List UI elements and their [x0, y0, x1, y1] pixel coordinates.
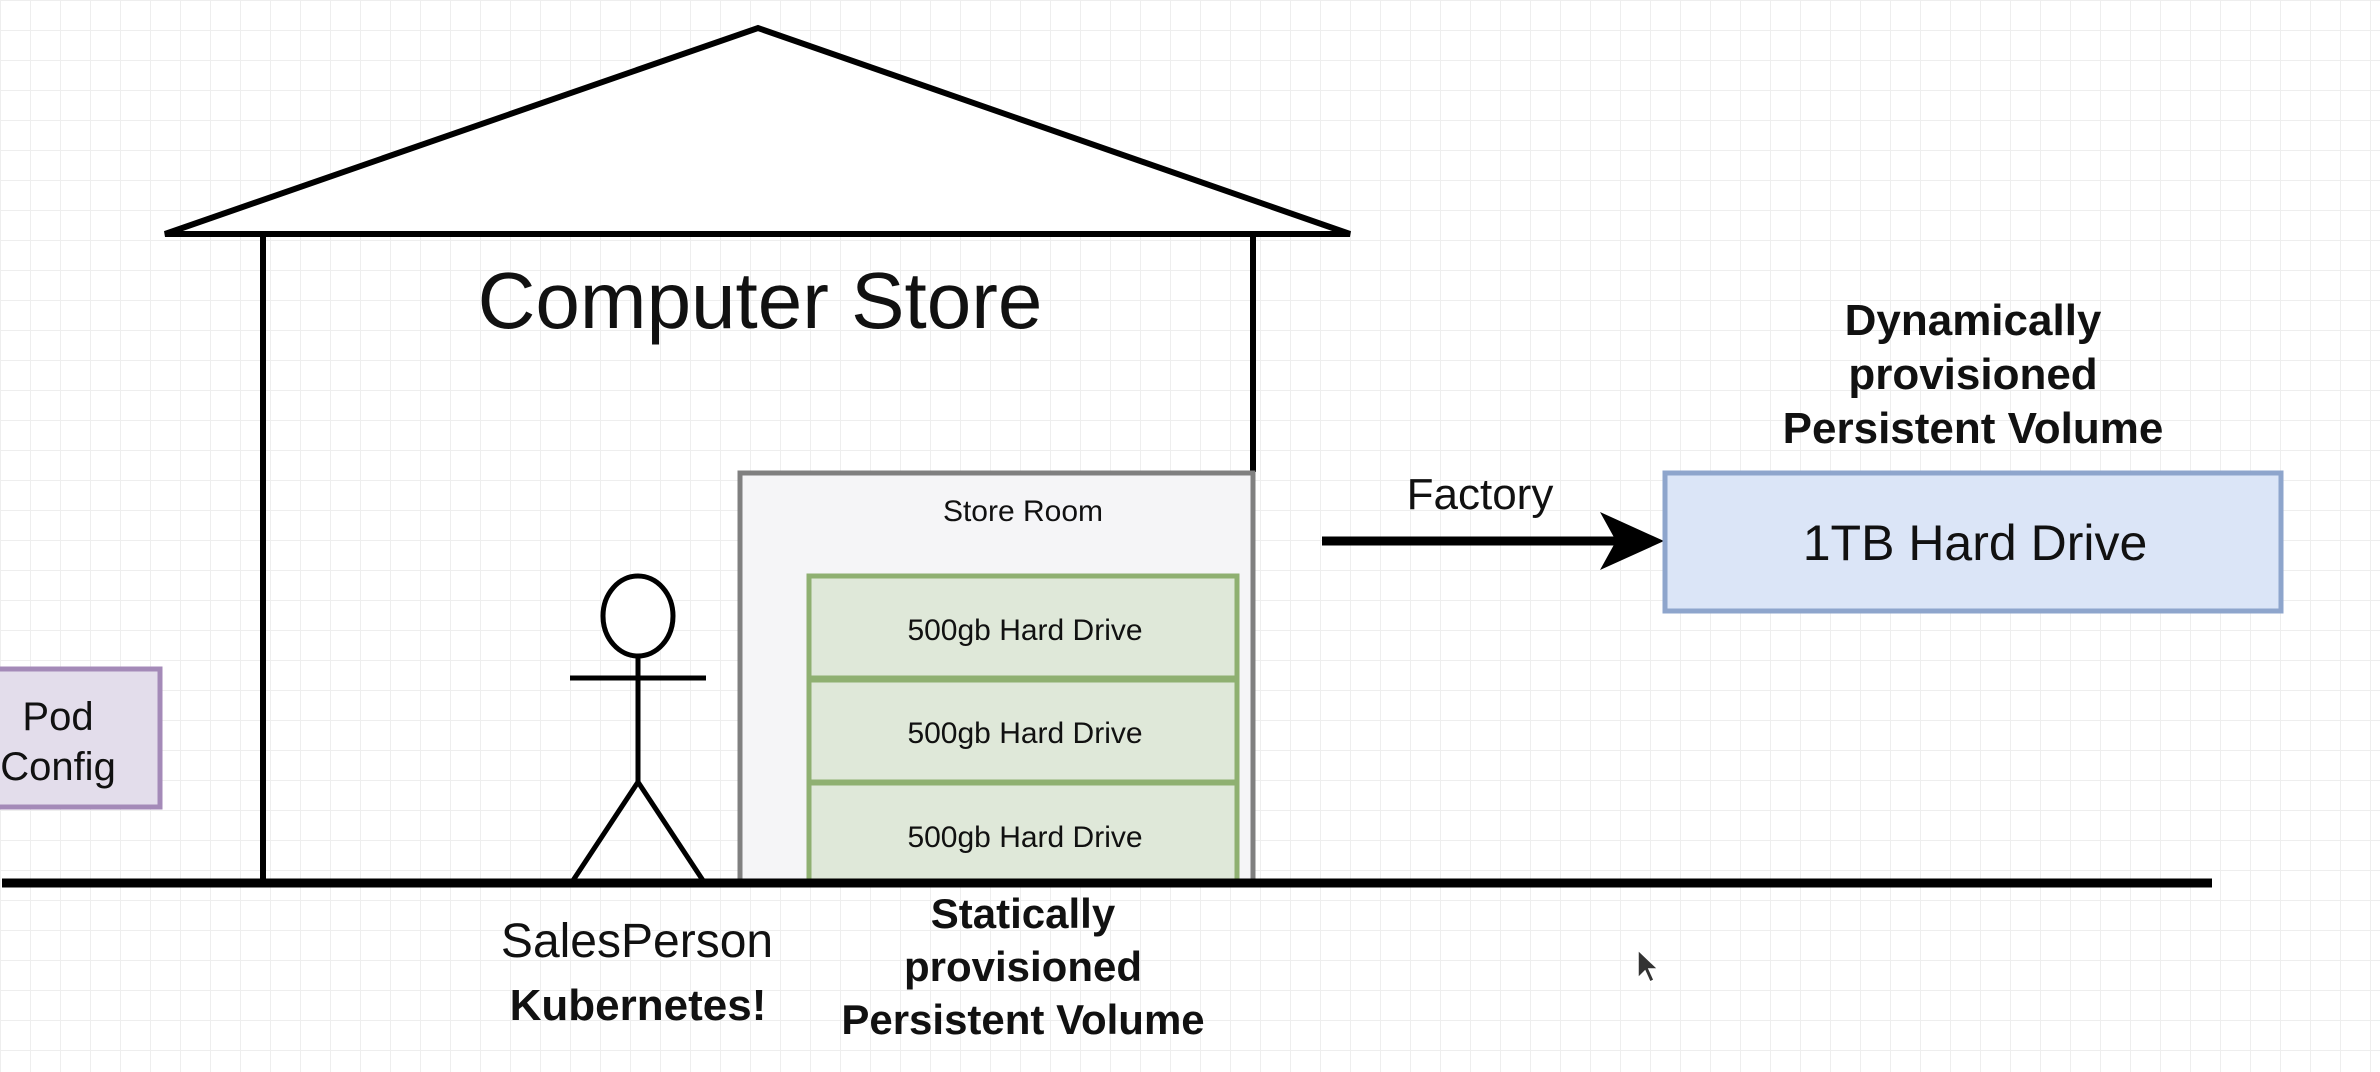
dynamic-drive-label: 1TB Hard Drive [1803, 515, 2148, 571]
pod-config-box[interactable] [0, 666, 163, 810]
static-pv-line3: Persistent Volume [841, 996, 1204, 1043]
static-drive-1[interactable] [806, 573, 1240, 681]
static-pv-line2: provisioned [904, 943, 1142, 990]
static-drive-3[interactable] [806, 780, 1240, 888]
salesperson-right-leg [635, 780, 707, 884]
static-pv-line1: Statically [931, 890, 1116, 937]
pod-config-line2: Config [0, 745, 116, 789]
dynamic-pv-line1: Dynamically [1845, 296, 2102, 345]
salesperson-role-label: SalesPerson [501, 915, 773, 968]
static-drive-2[interactable] [806, 677, 1240, 785]
store-title: Computer Store [478, 256, 1043, 345]
factory-label: Factory [1407, 470, 1554, 519]
dynamic-pv-label: Dynamically provisioned Persistent Volum… [1783, 296, 2164, 453]
pod-config-line1: Pod [22, 695, 93, 739]
salesperson-figure [569, 573, 707, 884]
static-pv-label: Statically provisioned Persistent Volume [841, 890, 1204, 1043]
house-roof [164, 24, 1351, 237]
static-drive-stack: 500gb Hard Drive 500gb Hard Drive 500gb … [806, 573, 1240, 888]
salesperson-left-leg [569, 780, 641, 884]
salesperson-name-label: Kubernetes! [510, 981, 767, 1030]
salesperson-head [600, 573, 676, 659]
dynamic-pv-line3: Persistent Volume [1783, 404, 2164, 453]
factory-arrow-head [1600, 512, 1664, 570]
store-room-label: Store Room [943, 495, 1103, 528]
static-drive-1-label: 500gb Hard Drive [907, 614, 1142, 647]
dynamic-drive-box[interactable] [1662, 470, 2284, 614]
dynamic-pv-line2: provisioned [1848, 350, 2097, 399]
static-drive-2-label: 500gb Hard Drive [907, 717, 1142, 750]
static-drive-3-label: 500gb Hard Drive [907, 821, 1142, 854]
mouse-cursor-icon [1637, 948, 1660, 984]
